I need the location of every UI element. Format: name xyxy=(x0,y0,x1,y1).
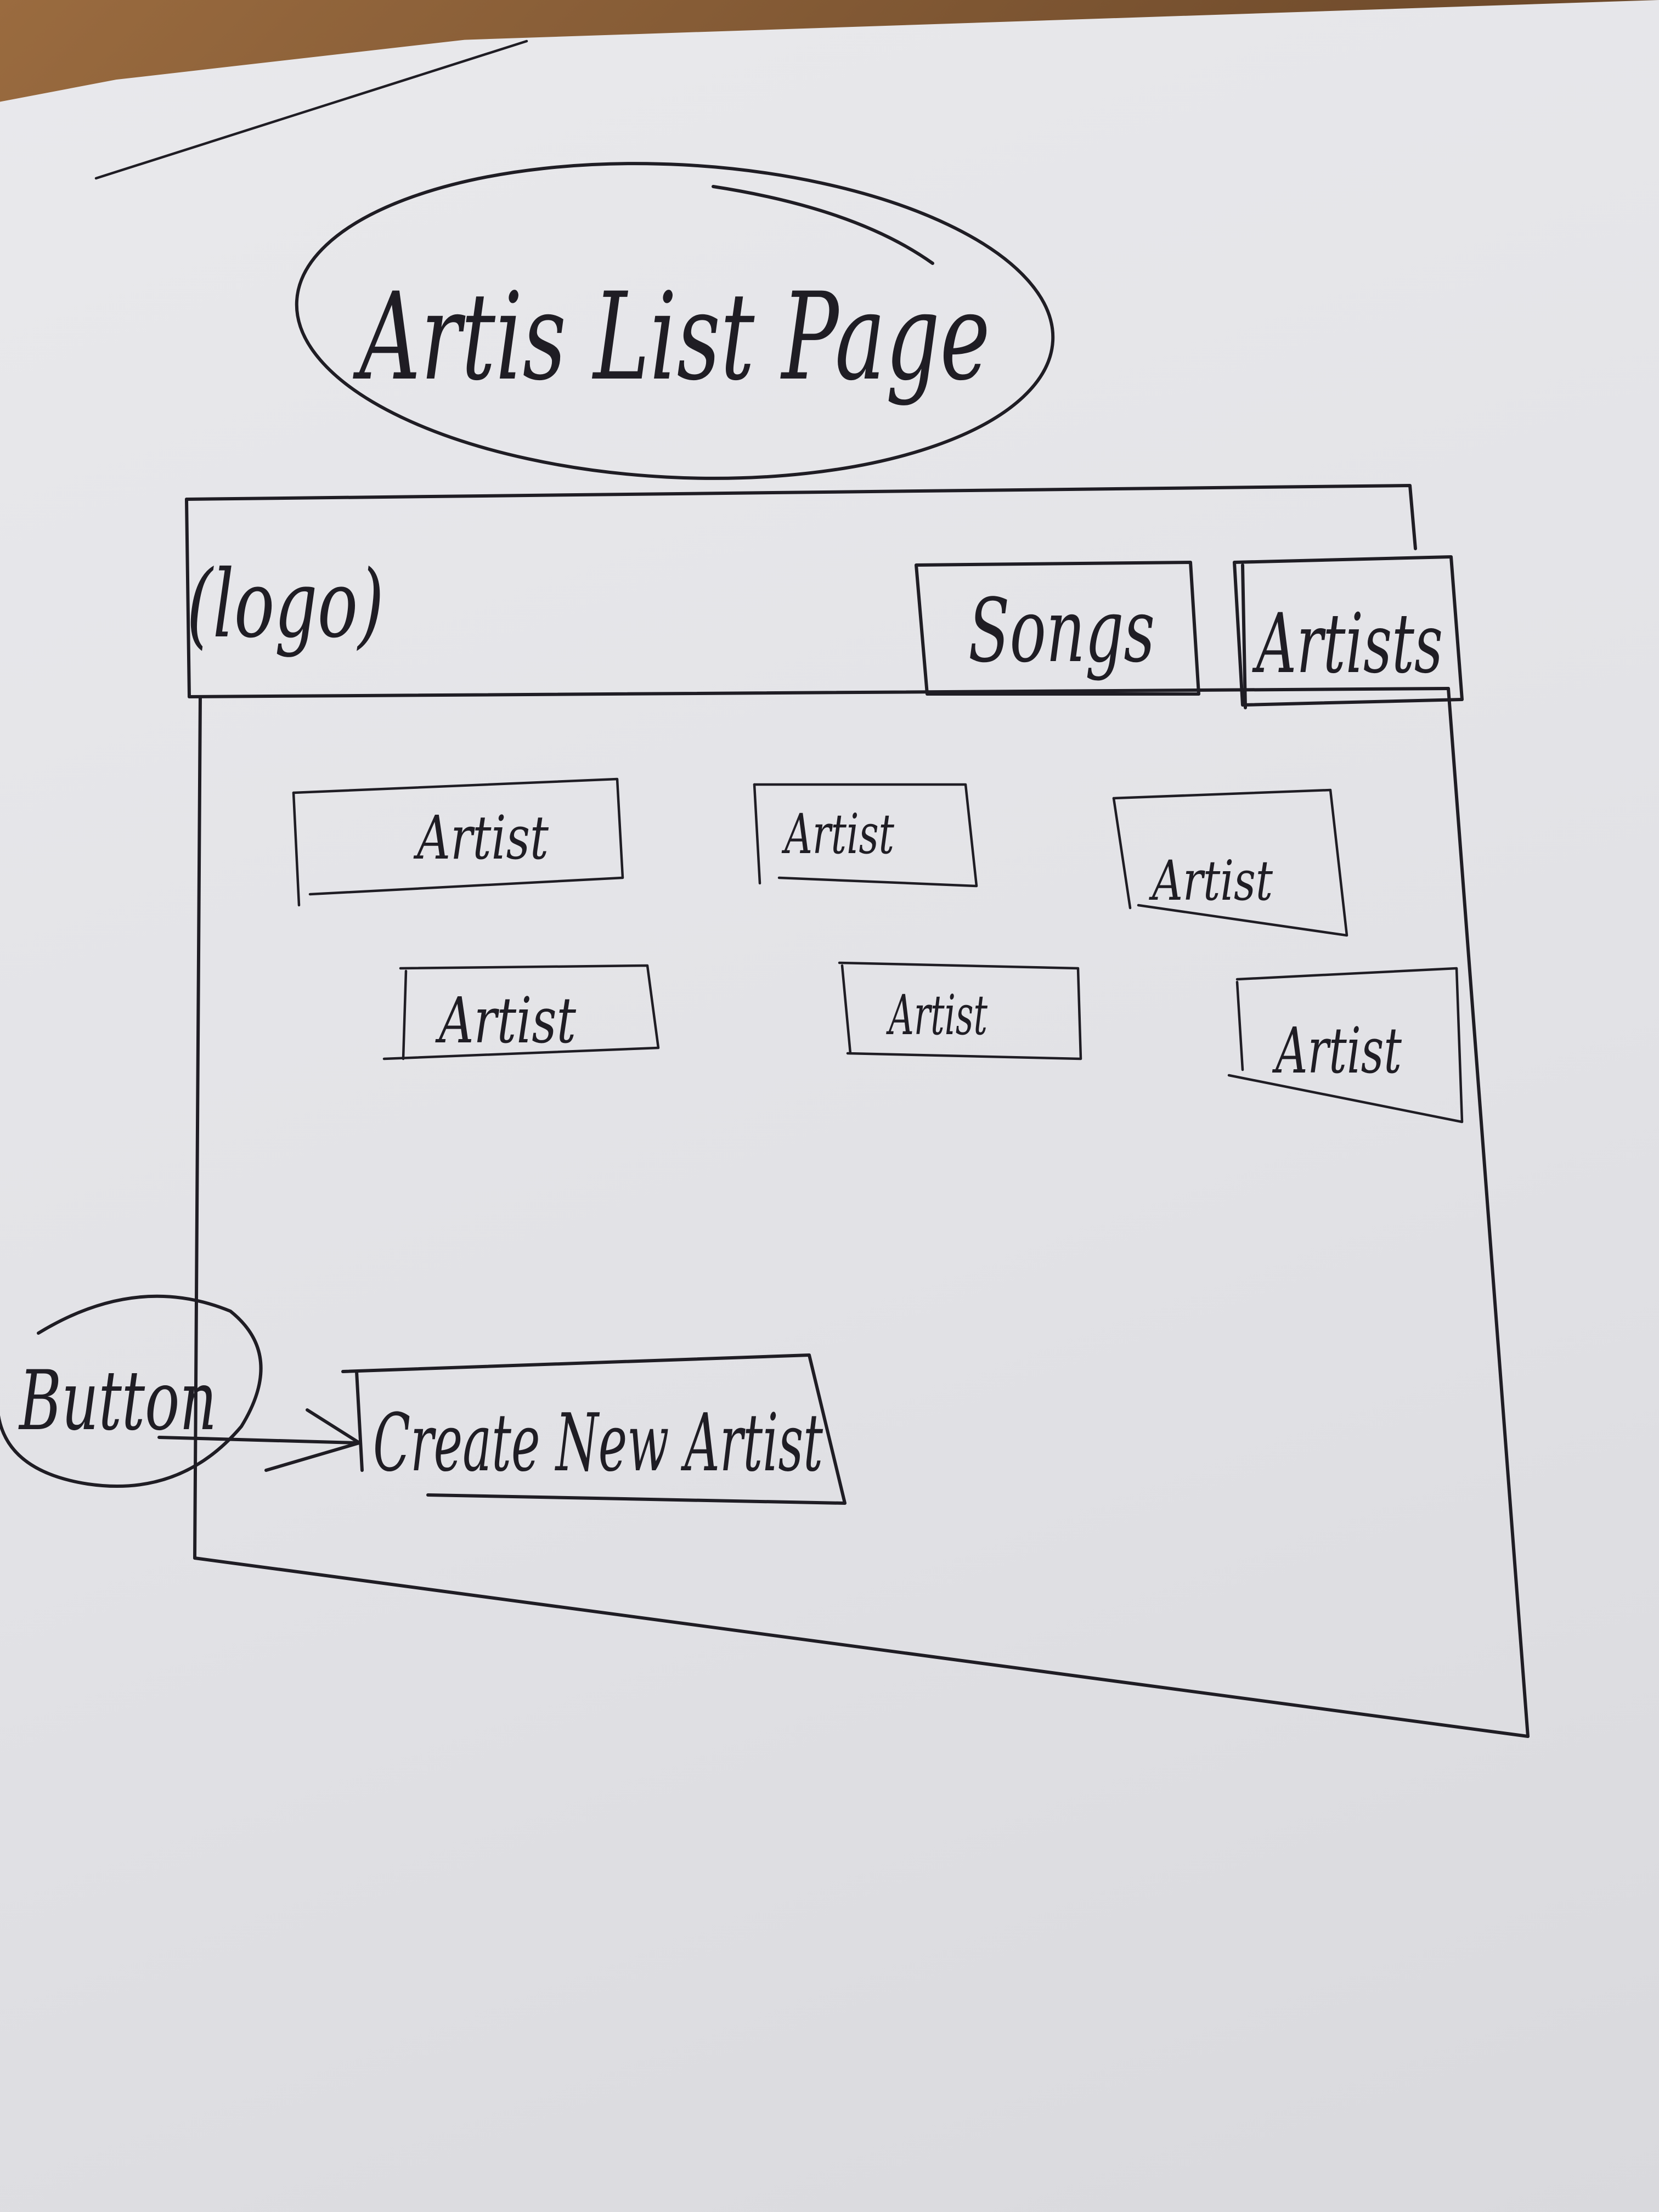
artist-card-left xyxy=(402,969,408,1060)
title-ellipse xyxy=(295,162,1055,480)
nav-artists-box xyxy=(1233,555,1464,707)
artist-card[interactable]: Artist xyxy=(838,961,1082,1060)
artist-card-label: Artist xyxy=(781,802,894,866)
artist-card-box xyxy=(292,777,624,896)
title-ellipse-overstroke xyxy=(712,185,934,265)
artist-card-label: Artist xyxy=(886,983,988,1047)
annotation-ellipse xyxy=(0,1294,263,1488)
page-title: Artis List Page xyxy=(353,267,990,407)
annotation-arrow-shaft xyxy=(157,1436,358,1444)
create-button-left xyxy=(355,1370,364,1472)
artist-card-label: Artist xyxy=(413,803,549,873)
frame-header-left xyxy=(185,498,191,698)
nav-artists-label: Artists xyxy=(1252,596,1443,692)
nav-artists-button[interactable]: Artists xyxy=(1233,555,1464,709)
logo: (logo) xyxy=(187,550,384,659)
header: (logo) Songs Artists xyxy=(187,550,1464,709)
artist-card-label: Artist xyxy=(435,984,576,1058)
artist-card[interactable]: Artist xyxy=(382,964,660,1060)
frame-top-edge xyxy=(185,484,1417,550)
create-button-label: Create New Artist xyxy=(373,1397,823,1489)
artist-card-box xyxy=(1112,788,1348,937)
nav-songs-box xyxy=(915,561,1200,696)
create-button-box xyxy=(341,1353,847,1505)
artist-card-label: Artist xyxy=(1272,1014,1402,1088)
frame-left-edge xyxy=(193,695,202,1560)
artist-card[interactable]: Artist xyxy=(1112,788,1348,937)
nav-songs-label: Songs xyxy=(968,579,1155,682)
frame-bottom-edge xyxy=(193,1556,1530,1738)
artist-card-left xyxy=(840,964,852,1055)
page-title-group: Artis List Page xyxy=(295,162,1055,480)
artist-card-box xyxy=(1227,967,1464,1124)
artist-card-left xyxy=(1112,797,1132,910)
artist-grid: Artist Artist Artist Artist Artist Artis… xyxy=(292,777,1464,1124)
page-frame xyxy=(185,484,1530,1738)
artist-card-box xyxy=(838,961,1082,1060)
artist-card-box xyxy=(382,964,660,1060)
artist-card-left xyxy=(753,783,761,885)
nav-songs-button[interactable]: Songs xyxy=(915,561,1200,696)
artist-card-box xyxy=(753,783,978,888)
annotation-label: Button xyxy=(18,1353,217,1449)
frame-header-divider xyxy=(188,687,1450,698)
button-annotation: Button xyxy=(0,1294,361,1488)
artist-card-label: Artist xyxy=(1149,849,1273,913)
artist-card-left xyxy=(292,791,301,907)
artist-card[interactable]: Artist xyxy=(1227,967,1464,1124)
create-new-artist-button[interactable]: Create New Artist xyxy=(341,1353,847,1505)
artist-card-left xyxy=(1235,980,1244,1071)
paper-fold-line xyxy=(94,40,528,180)
artist-card[interactable]: Artist xyxy=(292,777,624,907)
nav-artists-double-edge xyxy=(1241,563,1247,709)
frame-right-edge xyxy=(1447,687,1530,1738)
artist-card[interactable]: Artist xyxy=(753,783,978,888)
